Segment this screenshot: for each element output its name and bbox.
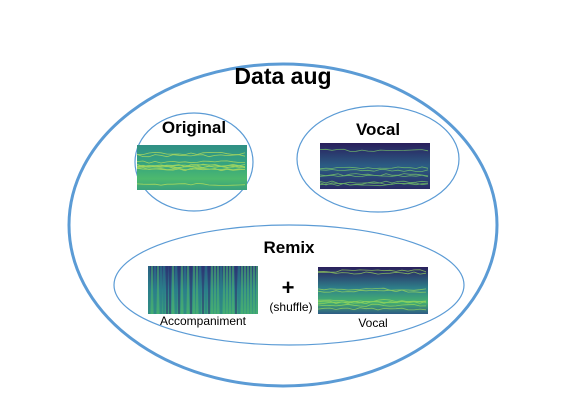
vocal-label: Vocal <box>356 120 400 139</box>
spectrogram-texture-bar <box>184 266 186 314</box>
spectrogram-texture-bar <box>196 266 198 314</box>
spectrogram-texture-bar <box>223 266 225 314</box>
remix-vocal-caption: Vocal <box>358 316 387 330</box>
spectrogram-texture-bar <box>256 266 258 314</box>
spectrogram-texture-line <box>319 169 429 172</box>
spectrogram-texture-bar <box>244 266 246 314</box>
spectrogram-texture-line <box>317 269 427 273</box>
spectrogram-texture-line <box>136 160 246 164</box>
spectrogram-texture-bar <box>241 266 243 314</box>
vocal-spectrogram <box>319 143 430 189</box>
remix-label: Remix <box>263 238 315 257</box>
spectrogram-texture-bar <box>208 266 210 314</box>
accompaniment-caption: Accompaniment <box>160 314 247 328</box>
spectrogram-texture-line <box>136 163 246 167</box>
spectrogram-texture-line <box>319 182 429 187</box>
accompaniment-spectrogram <box>148 266 258 314</box>
spectrogram-texture-bar <box>151 266 153 314</box>
spectrogram-texture-line <box>136 154 246 158</box>
diagram-title: Data aug <box>234 63 331 89</box>
spectrogram-texture-bar <box>199 266 201 314</box>
spectrogram-texture-line <box>318 271 427 275</box>
spectrogram-texture-line <box>317 300 427 305</box>
spectrogram-texture-bar <box>235 266 237 314</box>
spectrogram-texture-line <box>136 151 246 156</box>
spectrogram-texture-bar <box>163 266 165 314</box>
spectrogram-texture-bar <box>160 266 162 314</box>
vocal-ellipse <box>296 105 460 213</box>
spectrogram-texture-line <box>317 289 427 293</box>
spectrogram-texture-bar <box>148 266 150 314</box>
spectrogram-texture-bar <box>250 266 252 314</box>
spectrogram-texture-line <box>136 182 246 186</box>
spectrogram-texture-line <box>317 307 427 311</box>
spectrogram-texture-bar <box>232 266 234 314</box>
spectrogram-texture-bar <box>166 266 168 314</box>
spectrogram-texture-bar <box>169 266 171 314</box>
spectrogram-texture-line <box>319 148 429 152</box>
spectrogram-texture-bar <box>247 266 249 314</box>
spectrogram-texture-line <box>136 167 246 171</box>
spectrogram-texture-bar <box>205 266 207 314</box>
spectrogram-texture-bar <box>238 266 240 314</box>
original-spectrogram <box>136 145 247 190</box>
spectrogram-texture-bar <box>172 266 174 314</box>
plus-icon: + <box>282 275 295 300</box>
spectrogram-texture-line <box>319 166 429 170</box>
spectrogram-texture-bar <box>193 266 195 314</box>
spectrogram-texture-bar <box>211 266 213 314</box>
spectrogram-texture-bar <box>202 266 204 314</box>
spectrogram-texture-line <box>317 303 427 307</box>
spectrogram-texture-bar <box>175 266 177 314</box>
remix-ellipse <box>113 224 465 346</box>
spectrogram-texture-bar <box>181 266 183 314</box>
spectrogram-texture-line <box>317 287 427 291</box>
spectrogram-texture-line <box>319 180 429 184</box>
spectrogram-texture-bar <box>187 266 189 314</box>
shuffle-note: (shuffle) <box>269 300 312 314</box>
remix-vocal-spectrogram <box>317 267 428 314</box>
spectrogram-texture-bar <box>157 266 159 314</box>
spectrogram-texture-bar <box>178 266 180 314</box>
original-label: Original <box>162 118 226 137</box>
outer-ellipse <box>67 62 499 388</box>
spectrogram-texture-bar <box>229 266 231 314</box>
spectrogram-texture-bar <box>217 266 219 314</box>
spectrogram-texture-bar <box>154 266 156 314</box>
spectrogram-texture-bar <box>253 266 255 314</box>
original-ellipse <box>134 112 254 212</box>
spectrogram-texture-bar <box>220 266 222 314</box>
spectrogram-texture-bar <box>190 266 192 314</box>
spectrogram-texture-bar <box>226 266 228 314</box>
spectrogram-texture-bar <box>214 266 216 314</box>
spectrogram-texture-line <box>319 174 429 178</box>
